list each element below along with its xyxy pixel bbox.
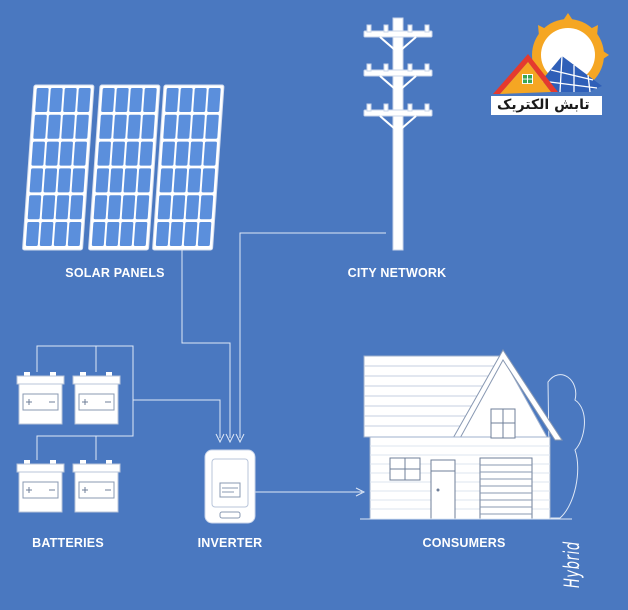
solar-panels-label: SOLAR PANELS: [65, 266, 165, 280]
batteries-label: BATTERIES: [32, 536, 104, 550]
solar-panels: [22, 84, 225, 251]
consumers-label: CONSUMERS: [422, 536, 506, 550]
battery: [72, 460, 121, 513]
solar-panel: [152, 84, 225, 251]
battery: [16, 460, 65, 513]
brand-name: تابش الکتریک: [497, 97, 590, 113]
inverter-unit: [204, 449, 256, 524]
connection-lines: [36, 232, 386, 493]
house: [360, 349, 585, 520]
utility-pole: [363, 17, 433, 251]
solar-panel: [88, 84, 161, 251]
arrow-heads: [215, 433, 366, 497]
solar-panel: [22, 84, 95, 251]
batteries: [16, 372, 121, 513]
battery: [72, 372, 121, 425]
city-network-label: CITY NETWORK: [347, 266, 447, 280]
hybrid-caption: Hybrid: [560, 541, 584, 588]
company-logo: [491, 13, 609, 115]
battery: [16, 372, 65, 425]
inverter-label: INVERTER: [197, 536, 263, 550]
